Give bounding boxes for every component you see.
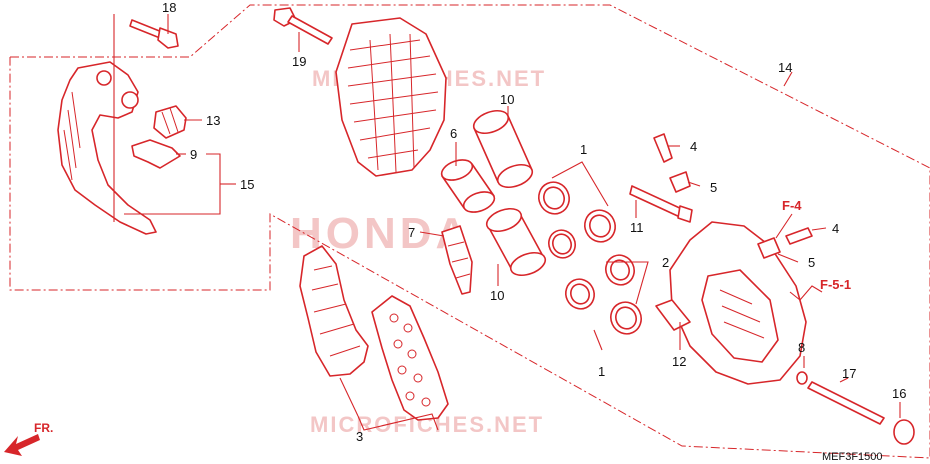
o-ring bbox=[796, 371, 808, 385]
callout-5-side: 5 bbox=[808, 255, 815, 270]
front-direction-label: FR. bbox=[34, 421, 53, 435]
front-direction-arrow: FR. bbox=[4, 421, 53, 456]
bleeder-cap-side bbox=[757, 237, 781, 259]
callout-4-side: 4 bbox=[832, 221, 839, 236]
callout-15: 15 bbox=[240, 177, 254, 192]
diagram-code: MEF3F1500 bbox=[822, 451, 883, 463]
callout-3: 3 bbox=[356, 429, 363, 444]
bracket-bolt bbox=[129, 19, 179, 49]
callout-6: 6 bbox=[450, 126, 457, 141]
caliper-mount-bolt bbox=[655, 299, 691, 331]
callout-7: 7 bbox=[408, 225, 415, 240]
callout-11: 11 bbox=[630, 220, 644, 235]
callout-12: 12 bbox=[672, 354, 686, 369]
callout-17: 17 bbox=[842, 366, 856, 381]
callout-10-top: 10 bbox=[500, 92, 514, 107]
pad-pin bbox=[807, 381, 885, 425]
bleeder-valve-top bbox=[653, 133, 673, 163]
caliper-body bbox=[669, 221, 807, 385]
callout-4-top: 4 bbox=[690, 139, 697, 154]
pin-boot bbox=[153, 105, 187, 139]
bleeder-cap-top bbox=[669, 171, 691, 193]
ref-f4: F-4 bbox=[782, 198, 802, 213]
piston-large-top bbox=[472, 109, 534, 189]
bleeder-valve-side bbox=[785, 227, 813, 245]
ref-f51: F-5-1 bbox=[820, 277, 851, 292]
callout-5-top: 5 bbox=[710, 180, 717, 195]
callout-16: 16 bbox=[892, 386, 906, 401]
callout-13: 13 bbox=[206, 113, 220, 128]
pin-bolt bbox=[273, 7, 333, 45]
leader-lines bbox=[113, 14, 901, 431]
piston-large-bottom bbox=[485, 207, 547, 277]
callout-2: 2 bbox=[662, 255, 669, 270]
caliper-bracket bbox=[57, 61, 157, 235]
callout-1-top: 1 bbox=[580, 142, 587, 157]
caliper-cover bbox=[335, 17, 447, 177]
pad-clip bbox=[131, 139, 181, 169]
callout-10-bottom: 10 bbox=[490, 288, 504, 303]
caliper-pin bbox=[629, 185, 693, 223]
callout-9: 9 bbox=[190, 147, 197, 162]
piston-seal-set bbox=[538, 181, 642, 335]
callout-18: 18 bbox=[162, 0, 176, 15]
brake-pad-outer bbox=[299, 245, 369, 377]
brake-pad-inner bbox=[371, 295, 449, 421]
pad-spring bbox=[441, 225, 473, 295]
callout-1-bottom: 1 bbox=[598, 364, 605, 379]
callout-19: 19 bbox=[292, 54, 306, 69]
piston-small bbox=[440, 159, 496, 213]
pad-pin-plug bbox=[893, 419, 915, 445]
callout-8: 8 bbox=[798, 340, 805, 355]
callout-14: 14 bbox=[778, 60, 792, 75]
